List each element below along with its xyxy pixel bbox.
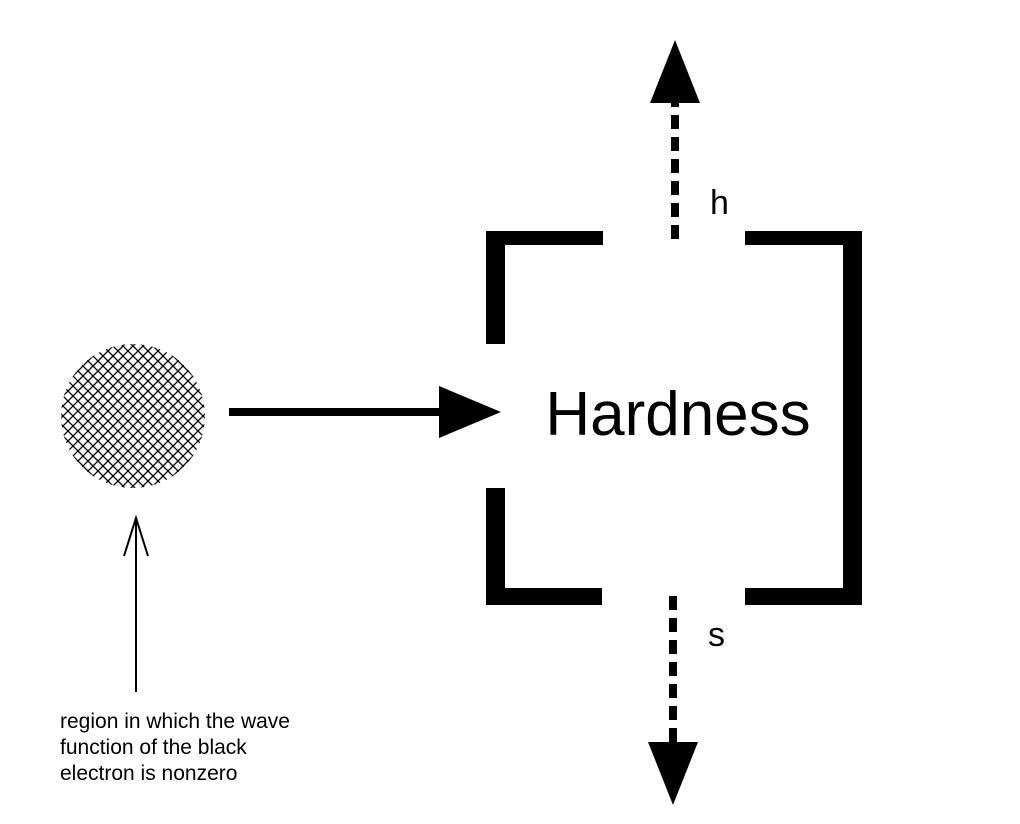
box-label: Hardness: [545, 380, 810, 449]
output-arrow-s: [648, 596, 698, 805]
annotation-pointer-arrow: [123, 514, 149, 692]
input-arrow: [229, 386, 501, 438]
annotation-line: electron is nonzero: [60, 762, 237, 785]
annotation-text: region in which the wave function of the…: [60, 710, 290, 785]
output-label-h: h: [710, 184, 729, 222]
output-label-s: s: [708, 616, 725, 654]
annotation-line: function of the black: [60, 736, 247, 759]
annotation-line: region in which the wave: [60, 710, 290, 733]
hardness-box: [486, 231, 862, 605]
output-arrow-h: [650, 40, 700, 239]
